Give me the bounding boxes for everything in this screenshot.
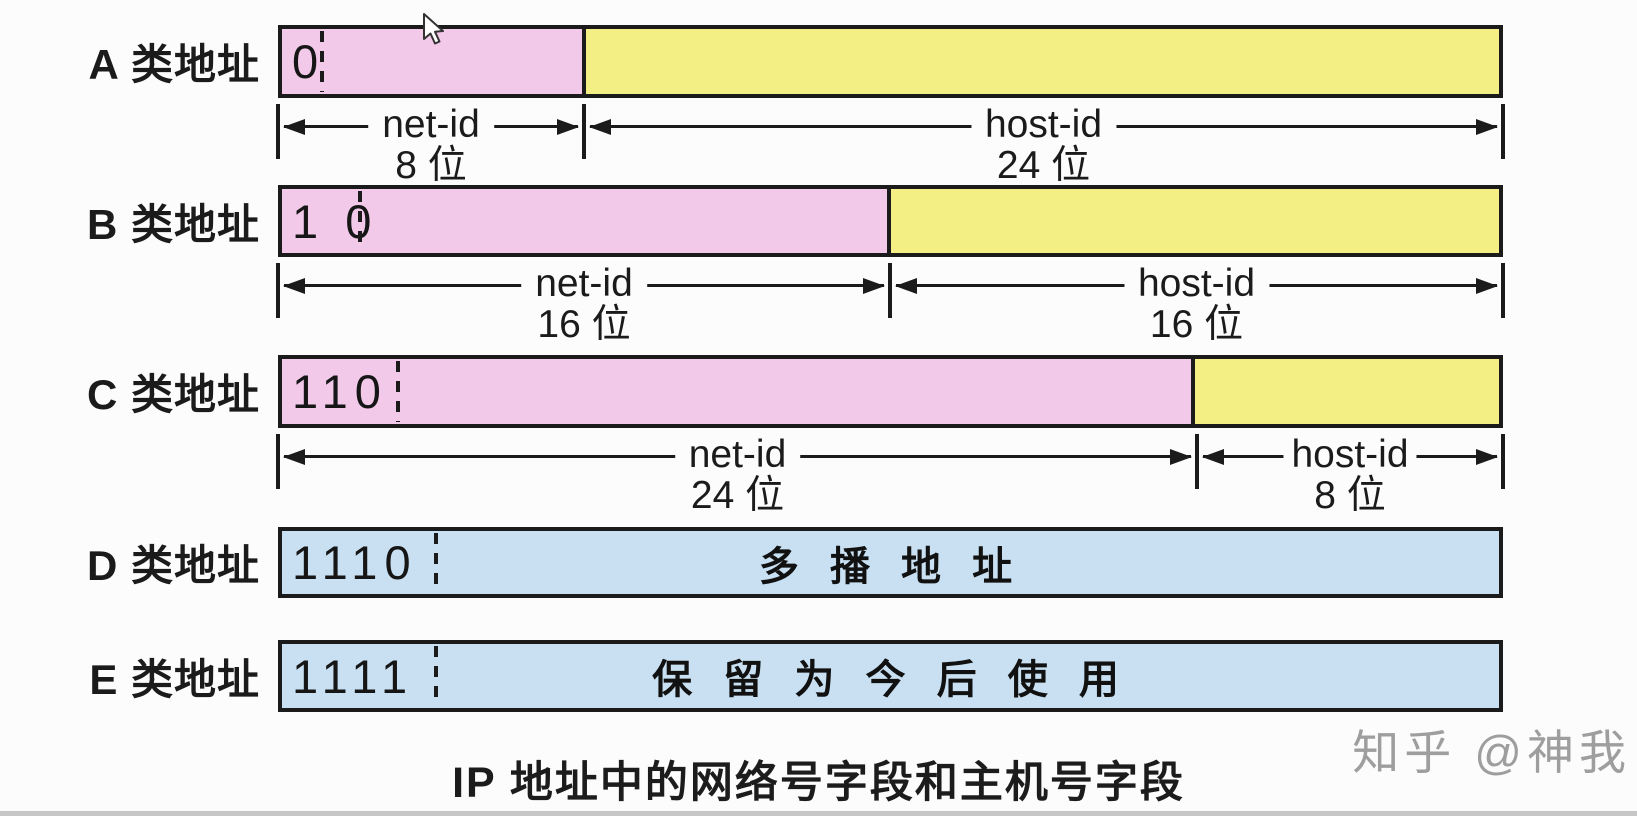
dim-tick bbox=[582, 104, 586, 159]
arrow-left-icon bbox=[283, 118, 305, 135]
class-a-prefix-divider bbox=[320, 31, 325, 92]
class-d-description: 多 播 地 址 bbox=[758, 544, 1023, 589]
class-e-reserved-segment bbox=[282, 644, 1499, 708]
video-bottom-edge bbox=[0, 811, 1637, 816]
arrow-right-icon bbox=[1476, 277, 1498, 294]
bar-class-e: 保 留 为 今 后 使 用 1111 bbox=[278, 640, 1503, 712]
class-c-host-id-segment bbox=[1194, 359, 1499, 424]
class-e-prefix-divider bbox=[434, 646, 439, 706]
dim-bit-count: 24 位 bbox=[690, 474, 785, 517]
bar-class-a: 0 bbox=[278, 25, 1503, 98]
dim-tick bbox=[1501, 263, 1505, 318]
arrow-right-icon bbox=[1476, 118, 1498, 135]
bar-class-d: 多 播 地 址 1110 bbox=[278, 527, 1503, 598]
watermark-text: 知乎 @神我 bbox=[1352, 726, 1631, 779]
dim-tick bbox=[888, 263, 892, 318]
dim-tick bbox=[276, 434, 280, 489]
dim-bit-count: 16 位 bbox=[1149, 303, 1244, 346]
dim-class-a-net-id: net-id 8 位 bbox=[276, 101, 586, 190]
dim-class-b-host-id: host-id 16 位 bbox=[888, 260, 1505, 349]
class-e-description: 保 留 为 今 后 使 用 bbox=[652, 658, 1129, 702]
row-label-class-a: A 类地址 bbox=[88, 41, 260, 88]
class-a-host-id-segment bbox=[586, 29, 1499, 94]
dim-class-c-host-id: host-id 8 位 bbox=[1195, 431, 1505, 520]
class-c-prefix-bits: 110 bbox=[292, 365, 388, 418]
class-b-prefix-divider bbox=[358, 191, 363, 251]
class-b-net-id-segment bbox=[282, 189, 891, 253]
dim-tick bbox=[276, 263, 280, 318]
dim-field-name: host-id bbox=[970, 101, 1117, 149]
arrow-left-icon bbox=[283, 277, 305, 294]
bar-class-c: 110 bbox=[278, 355, 1503, 428]
dim-field-name: net-id bbox=[674, 431, 801, 479]
dim-class-c-net-id: net-id 24 位 bbox=[276, 431, 1199, 520]
dim-field-name: host-id bbox=[1123, 260, 1270, 308]
dim-field-name: net-id bbox=[521, 260, 647, 308]
dim-field-name: net-id bbox=[368, 101, 494, 149]
class-a-prefix-bits: 0 bbox=[292, 35, 326, 88]
arrow-left-icon bbox=[589, 118, 611, 135]
dim-class-a-host-id: host-id 24 位 bbox=[582, 101, 1505, 190]
mouse-cursor-icon bbox=[423, 13, 444, 45]
class-d-prefix-divider bbox=[434, 533, 439, 592]
row-label-class-c: C 类地址 bbox=[86, 371, 260, 418]
class-c-net-id-segment bbox=[282, 359, 1195, 424]
arrow-left-icon bbox=[895, 277, 917, 294]
dim-tick bbox=[1501, 434, 1505, 489]
class-c-prefix-divider bbox=[396, 361, 401, 422]
dim-tick bbox=[1195, 434, 1199, 489]
row-label-class-d: D 类地址 bbox=[86, 542, 260, 589]
dim-bit-count: 8 位 bbox=[1314, 474, 1386, 517]
dim-bit-count: 8 位 bbox=[395, 144, 467, 187]
dim-class-b-net-id: net-id 16 位 bbox=[276, 260, 892, 349]
class-b-prefix-bits: 1 0 bbox=[292, 194, 379, 248]
arrow-left-icon bbox=[1202, 448, 1224, 465]
arrow-right-icon bbox=[1476, 448, 1498, 465]
class-b-host-id-segment bbox=[890, 189, 1499, 253]
bar-class-b: 1 0 bbox=[278, 185, 1503, 257]
dim-tick bbox=[276, 104, 280, 159]
class-d-prefix-bits: 1110 bbox=[292, 536, 418, 589]
arrow-left-icon bbox=[283, 448, 305, 465]
arrow-right-icon bbox=[1170, 448, 1192, 465]
class-e-prefix-bits: 1111 bbox=[292, 649, 415, 703]
class-d-multicast-segment bbox=[282, 531, 1499, 594]
diagram-caption: IP 地址中的网络号字段和主机号字段 bbox=[452, 759, 1185, 807]
dim-tick bbox=[1501, 104, 1505, 159]
row-label-class-b: B 类地址 bbox=[86, 200, 260, 248]
arrow-right-icon bbox=[863, 277, 885, 294]
dim-field-name: host-id bbox=[1283, 431, 1417, 479]
row-label-class-e: E 类地址 bbox=[89, 655, 260, 703]
arrow-right-icon bbox=[557, 118, 579, 135]
dim-bit-count: 24 位 bbox=[996, 144, 1091, 187]
dim-bit-count: 16 位 bbox=[537, 303, 631, 346]
